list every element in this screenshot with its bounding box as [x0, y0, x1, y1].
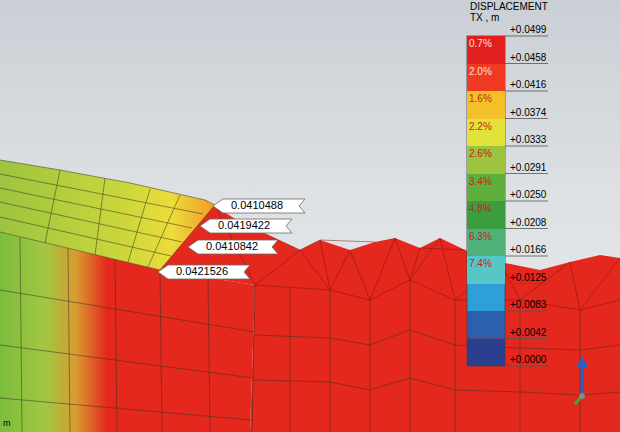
scale-percent: 7.4% [469, 258, 492, 269]
scale-band: 4.8% [467, 201, 505, 229]
scale-band: 2.6% [467, 146, 505, 174]
callout-value: 0.0410842 [206, 241, 258, 252]
scale-percent: 2.0% [469, 66, 492, 77]
unit-mark: m [3, 418, 11, 429]
scale-ticks [505, 36, 548, 366]
callout-value: 0.0410488 [231, 200, 283, 211]
scale-value: +0.0250 [510, 189, 546, 200]
scale-value: +0.0208 [510, 217, 546, 228]
axis-triad [575, 356, 588, 404]
scale-percent: 0.7% [469, 38, 492, 49]
scale-band [467, 311, 505, 339]
red-terrain [160, 200, 620, 432]
scale-value: +0.0416 [510, 79, 546, 90]
scale-band: 1.6% [467, 91, 505, 119]
scale-percent: 3.4% [469, 176, 492, 187]
scale-band: 0.7% [467, 36, 505, 64]
scale-value: +0.0499 [510, 24, 546, 35]
scale-band [467, 339, 505, 367]
scale-value: +0.0458 [510, 52, 546, 63]
scale-percent: 2.2% [469, 121, 492, 132]
callout-value: 0.0419422 [218, 220, 270, 231]
scale-unit: TX , m [470, 12, 499, 23]
scale-value: +0.0000 [510, 354, 546, 365]
scale-percent: 4.8% [469, 203, 492, 214]
callout-flags [158, 199, 305, 279]
scale-percent: 6.3% [469, 231, 492, 242]
scale-value: +0.0125 [510, 272, 546, 283]
scale-value: +0.0166 [510, 244, 546, 255]
scale-band: 3.4% [467, 174, 505, 202]
scale-band: 2.2% [467, 119, 505, 147]
scale-band: 7.4% [467, 256, 505, 284]
scale-value: +0.0083 [510, 299, 546, 310]
scale-percent: 2.6% [469, 148, 492, 159]
scale-band [467, 284, 505, 312]
scale-band: 2.0% [467, 64, 505, 92]
scale-frame [467, 36, 505, 366]
scale-value: +0.0042 [510, 327, 546, 338]
scale-title: DISPLACEMENT [470, 1, 548, 12]
callout-value: 0.0421526 [176, 266, 228, 277]
scale-value: +0.0374 [510, 107, 546, 118]
scale-band: 6.3% [467, 229, 505, 257]
scale-percent: 1.6% [469, 93, 492, 104]
mesh-lines [0, 160, 620, 432]
scale-value: +0.0291 [510, 162, 546, 173]
top-surface [0, 160, 215, 270]
scale-value: +0.0333 [510, 134, 546, 145]
